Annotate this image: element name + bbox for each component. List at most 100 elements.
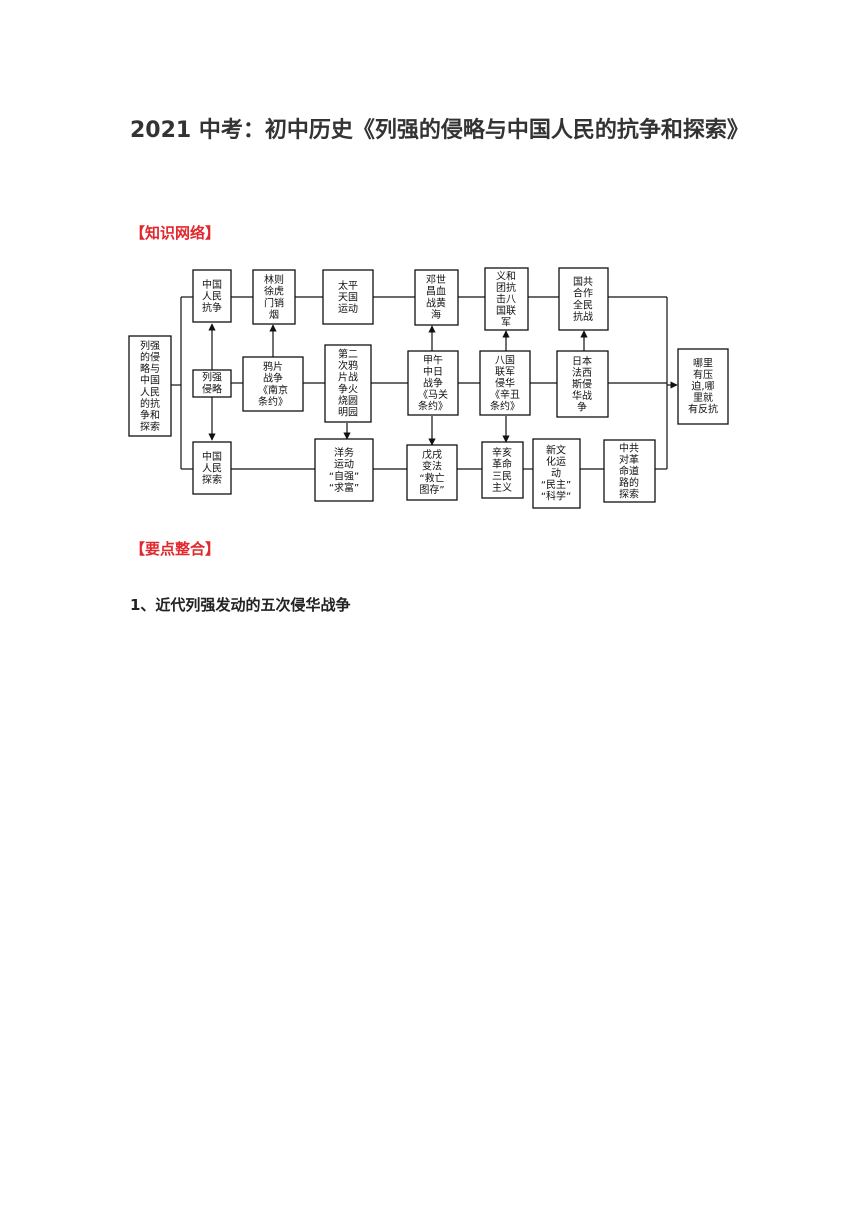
box-label-line: 的侵 <box>140 351 160 364</box>
box-label-line: 八国 <box>495 354 515 366</box>
box-label-line: 列强 <box>140 339 160 352</box>
box-second-opium-war <box>324 344 372 423</box>
box-label-line: 侵华 <box>495 377 515 390</box>
box-taiping <box>322 269 374 325</box>
box-label-line: 条约》 <box>258 395 288 408</box>
box-label-line: 国联 <box>496 305 516 317</box>
box-label-line: 烟 <box>269 308 279 321</box>
box-label-line: 的抗 <box>140 397 160 410</box>
box-new-culture <box>532 438 581 509</box>
box-label-line: 哪里 <box>693 357 713 369</box>
box-label-line: 洋务 <box>334 446 354 459</box>
box-label-line: 人民 <box>202 463 222 475</box>
box-lin-zexu-text: 林则徐虎门销烟 <box>264 273 284 321</box>
box-label-line: 侵略 <box>202 382 222 395</box>
box-label-line: 革命 <box>492 458 512 471</box>
box-label-line: 甲午 <box>423 353 443 366</box>
box-japan-fascist <box>556 350 609 418</box>
box-label-line: 战争 <box>263 372 283 385</box>
box-label-line: 有压 <box>693 368 713 381</box>
box-label-line: “自强” <box>329 469 359 482</box>
box-label-line: 中国 <box>140 374 160 387</box>
box-westernization <box>314 438 374 502</box>
box-right-conclusion <box>677 348 729 425</box>
box-label-line: 门销 <box>264 296 284 309</box>
box-label-line: 天国 <box>338 292 358 304</box>
box-aggression <box>192 369 232 398</box>
box-sino-japanese-war-text: 甲午中日战争《马关条约》 <box>418 353 448 412</box>
box-label-line: 太平 <box>338 279 358 292</box>
box-label-line: 列强 <box>202 371 222 384</box>
section-knowledge-network: 【知识网络】 <box>130 224 221 242</box>
box-label-line: 战黄 <box>426 296 446 309</box>
box-label-line: 新文 <box>546 443 566 456</box>
box-label-line: 化运 <box>546 455 566 468</box>
box-label-line: 《辛丑 <box>490 388 520 401</box>
box-label-line: 全民 <box>573 298 593 311</box>
section-key-points: 【要点整合】 <box>130 540 221 558</box>
box-label-line: 林则 <box>264 273 284 286</box>
box-label-line: 争 <box>577 401 587 414</box>
box-label-line: 团抗 <box>496 281 516 294</box>
box-japan-fascist-text: 日本法西斯侵华战争 <box>572 354 592 413</box>
box-label-line: 运动 <box>338 303 358 315</box>
box-label-line: 条约》 <box>490 400 520 413</box>
box-label-line: 探索 <box>619 488 639 501</box>
box-exploration <box>192 441 232 495</box>
box-label-line: 动 <box>551 468 561 480</box>
box-taiping-text: 太平天国运动 <box>338 279 358 315</box>
box-label-line: 日本 <box>572 354 592 367</box>
box-eight-nation-text: 八国联军侵华《辛丑条约》 <box>490 354 520 412</box>
box-label-line: 命道 <box>619 465 639 478</box>
box-label-line: 《马关 <box>418 388 448 401</box>
box-label-line: “科学” <box>541 490 571 503</box>
box-label-line: 运动 <box>334 459 354 471</box>
box-label-line: 探索 <box>202 473 222 486</box>
box-label-line: 变法 <box>422 460 442 473</box>
box-label-line: 第二 <box>338 348 358 361</box>
box-label-line: 军 <box>501 317 511 329</box>
box-label-line: “求富” <box>329 481 359 494</box>
box-resistance-text: 中国人民抗争 <box>202 278 222 314</box>
box-label-line: 抗战 <box>573 310 593 323</box>
box-boxer-text: 义和团抗击八国联军 <box>496 270 516 328</box>
box-opium-war-text: 鸦片战争《南京条约》 <box>258 360 288 408</box>
box-label-line: 击八 <box>496 294 516 306</box>
box-label-line: 探索 <box>140 420 160 433</box>
box-reform-1898 <box>406 444 458 501</box>
box-label-line: 迫,哪 <box>691 380 714 393</box>
box-label-line: 中日 <box>423 365 443 378</box>
subheading-five-wars: 1、近代列强发动的五次侵华战争 <box>130 596 351 614</box>
box-deng-shichang-text: 邓世昌血战黄海 <box>426 274 446 321</box>
box-reform-1898-text: 戊戌变法“救亡图存” <box>419 448 444 496</box>
box-second-opium-war-text: 第二次鸦片战争火烧圆明园 <box>338 348 358 419</box>
box-label-line: 昌血 <box>426 285 446 298</box>
box-right-conclusion-text: 哪里有压迫,哪里就有反抗 <box>688 357 718 415</box>
box-label-line: 对革 <box>619 453 639 466</box>
box-label-line: 主义 <box>492 482 512 494</box>
box-label-line: 中共 <box>619 441 639 454</box>
diagram-connectors <box>171 296 678 470</box>
box-label-line: 徐虎 <box>264 285 284 298</box>
box-label-line: 中国 <box>202 450 222 463</box>
box-united-front-text: 国共合作全民抗战 <box>573 276 593 323</box>
box-label-line: 争和 <box>140 409 160 422</box>
box-opium-war <box>242 356 304 412</box>
box-label-line: 片战 <box>338 371 358 384</box>
box-label-line: 次鸦 <box>338 359 358 372</box>
box-label-line: 图存” <box>419 483 444 496</box>
box-label-line: 抗争 <box>202 301 222 314</box>
box-xinhai-text: 辛亥革命三民主义 <box>492 446 512 494</box>
box-deng-shichang <box>414 269 459 326</box>
box-label-line: 略与 <box>140 362 160 375</box>
box-united-front <box>558 267 609 331</box>
box-exploration-text: 中国人民探索 <box>202 450 222 486</box>
box-label-line: 烧圆 <box>338 394 358 407</box>
box-boxer <box>484 267 529 331</box>
box-label-line: 人民 <box>140 386 160 398</box>
diagram-boxes: 列强的侵略与中国人民的抗争和探索 哪里有压迫,哪里就有反抗 中国人民抗争 列强侵… <box>128 267 729 509</box>
box-label-line: 条约》 <box>418 400 448 413</box>
box-sino-japanese-war <box>407 350 459 416</box>
box-label-line: 有反抗 <box>688 403 718 416</box>
box-label-line: 争火 <box>338 382 358 395</box>
